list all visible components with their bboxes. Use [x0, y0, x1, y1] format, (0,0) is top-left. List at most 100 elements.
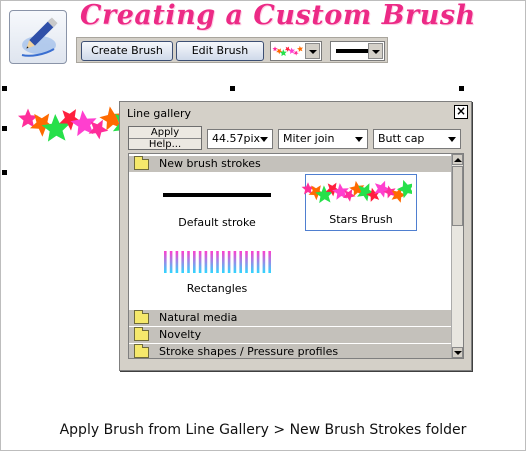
apply-button[interactable]: Apply	[129, 127, 201, 139]
line-width-value: 44.57pix	[212, 132, 261, 145]
folder-icon	[134, 310, 149, 324]
item-label-default-stroke: Default stroke	[178, 216, 256, 229]
help-button[interactable]: Help...	[148, 139, 182, 150]
rectangle-mark	[187, 251, 190, 273]
folder-stroke-shapes[interactable]: Stroke shapes / Pressure profiles	[129, 344, 451, 358]
star-shape	[88, 119, 109, 140]
star-shape	[391, 187, 407, 203]
line-width-dropdown[interactable]: 44.57pix	[207, 129, 273, 149]
dialog-title: Line gallery	[123, 105, 468, 123]
folder-natural-media[interactable]: Natural media	[129, 310, 451, 326]
rectangle-mark	[193, 251, 196, 273]
gallery-list: New brush strokes Default stroke Stars B…	[128, 153, 464, 359]
stars-brush-item[interactable]: Stars Brush	[301, 174, 417, 231]
folder-icon	[134, 344, 149, 358]
rectangle-mark	[268, 251, 271, 273]
rectangle-mark	[210, 251, 213, 273]
star-shape	[301, 182, 315, 195]
rectangle-mark	[175, 251, 179, 273]
scroll-down-icon[interactable]	[452, 347, 463, 358]
solid-line-preview	[336, 49, 368, 53]
vertical-scrollbar[interactable]	[451, 154, 463, 358]
rectangle-mark	[216, 251, 219, 273]
selection-handle[interactable]	[2, 170, 7, 175]
star-shape	[342, 189, 356, 202]
selection-handle[interactable]	[230, 86, 235, 91]
line-gallery-dialog: Line gallery × Apply Help... 44.57pix Mi…	[119, 101, 472, 371]
rectangle-mark	[198, 251, 202, 273]
rectangle-mark	[204, 251, 208, 273]
star-shape	[18, 108, 38, 128]
rectangle-mark	[227, 251, 231, 273]
brush-toolbar: Create Brush Edit Brush	[76, 37, 388, 63]
cap-type-value: Butt cap	[378, 132, 425, 145]
chevron-down-icon	[448, 137, 456, 142]
apply-help-button[interactable]: Apply Help...	[128, 126, 202, 150]
stars-brush-preview	[301, 179, 412, 204]
item-label-rectangles: Rectangles	[186, 282, 248, 295]
rectangle-mark	[239, 251, 242, 273]
star-shape	[396, 179, 412, 199]
selection-handle[interactable]	[2, 86, 7, 91]
star-shape	[279, 49, 287, 57]
star-shape	[383, 185, 396, 199]
star-shape	[272, 46, 278, 52]
brush-style-dropdown[interactable]	[270, 41, 322, 61]
star-shape	[41, 114, 70, 142]
chevron-down-icon	[305, 43, 320, 59]
caption: Apply Brush from Line Gallery > New Brus…	[59, 422, 467, 438]
chevron-down-icon	[355, 137, 363, 142]
selection-handle[interactable]	[459, 86, 464, 91]
rectangle-mark	[245, 251, 248, 273]
stroke-width-dropdown[interactable]	[330, 41, 385, 61]
folder-label: New brush strokes	[159, 157, 261, 170]
folder-new-brush-strokes[interactable]: New brush strokes	[129, 156, 451, 172]
create-brush-button[interactable]: Create Brush	[81, 41, 173, 61]
star-shape	[357, 183, 375, 202]
stars-brush-preview	[272, 45, 303, 57]
edit-brush-button[interactable]: Edit Brush	[176, 41, 264, 61]
star-shape	[332, 183, 349, 200]
star-shape	[99, 106, 124, 131]
rectangle-mark	[262, 251, 266, 273]
star-shape	[70, 110, 97, 137]
page-title: Creating a Custom Brush	[80, 0, 476, 31]
star-shape	[276, 48, 283, 55]
join-type-dropdown[interactable]: Miter join	[278, 129, 368, 149]
star-shape	[30, 113, 55, 137]
rectangle-mark	[233, 251, 237, 273]
rectangle-mark	[222, 251, 225, 273]
close-icon[interactable]: ×	[454, 104, 468, 119]
star-shape	[297, 45, 303, 52]
rectangle-mark	[169, 251, 173, 273]
chevron-down-icon	[260, 137, 268, 142]
open-folder-icon	[134, 156, 149, 170]
star-shape	[315, 185, 334, 204]
folder-novelty[interactable]: Novelty	[129, 327, 451, 343]
star-shape	[366, 187, 380, 202]
folder-label: Stroke shapes / Pressure profiles	[159, 345, 339, 358]
rectangle-mark	[256, 251, 260, 273]
folder-label: Novelty	[159, 328, 202, 341]
rectangle-mark	[164, 251, 167, 273]
star-shape	[374, 180, 391, 198]
star-shape	[325, 182, 340, 197]
rectangle-mark	[181, 251, 184, 273]
rectangle-mark	[251, 251, 254, 273]
default-stroke-preview[interactable]	[163, 193, 271, 197]
cap-type-dropdown[interactable]: Butt cap	[373, 129, 461, 149]
selection-handle[interactable]	[2, 126, 7, 131]
star-shape	[284, 46, 291, 52]
star-shape	[293, 50, 299, 56]
item-label-stars-brush: Stars Brush	[329, 213, 393, 226]
scroll-up-icon[interactable]	[452, 154, 463, 165]
chevron-down-icon	[368, 43, 383, 59]
rectangles-brush-preview[interactable]	[161, 249, 273, 275]
scroll-thumb[interactable]	[452, 166, 463, 226]
folder-label: Natural media	[159, 311, 238, 324]
star-shape	[59, 109, 82, 131]
folder-icon	[134, 327, 149, 341]
star-shape	[288, 47, 295, 54]
pencil-icon	[9, 10, 67, 64]
join-type-value: Miter join	[283, 132, 335, 145]
